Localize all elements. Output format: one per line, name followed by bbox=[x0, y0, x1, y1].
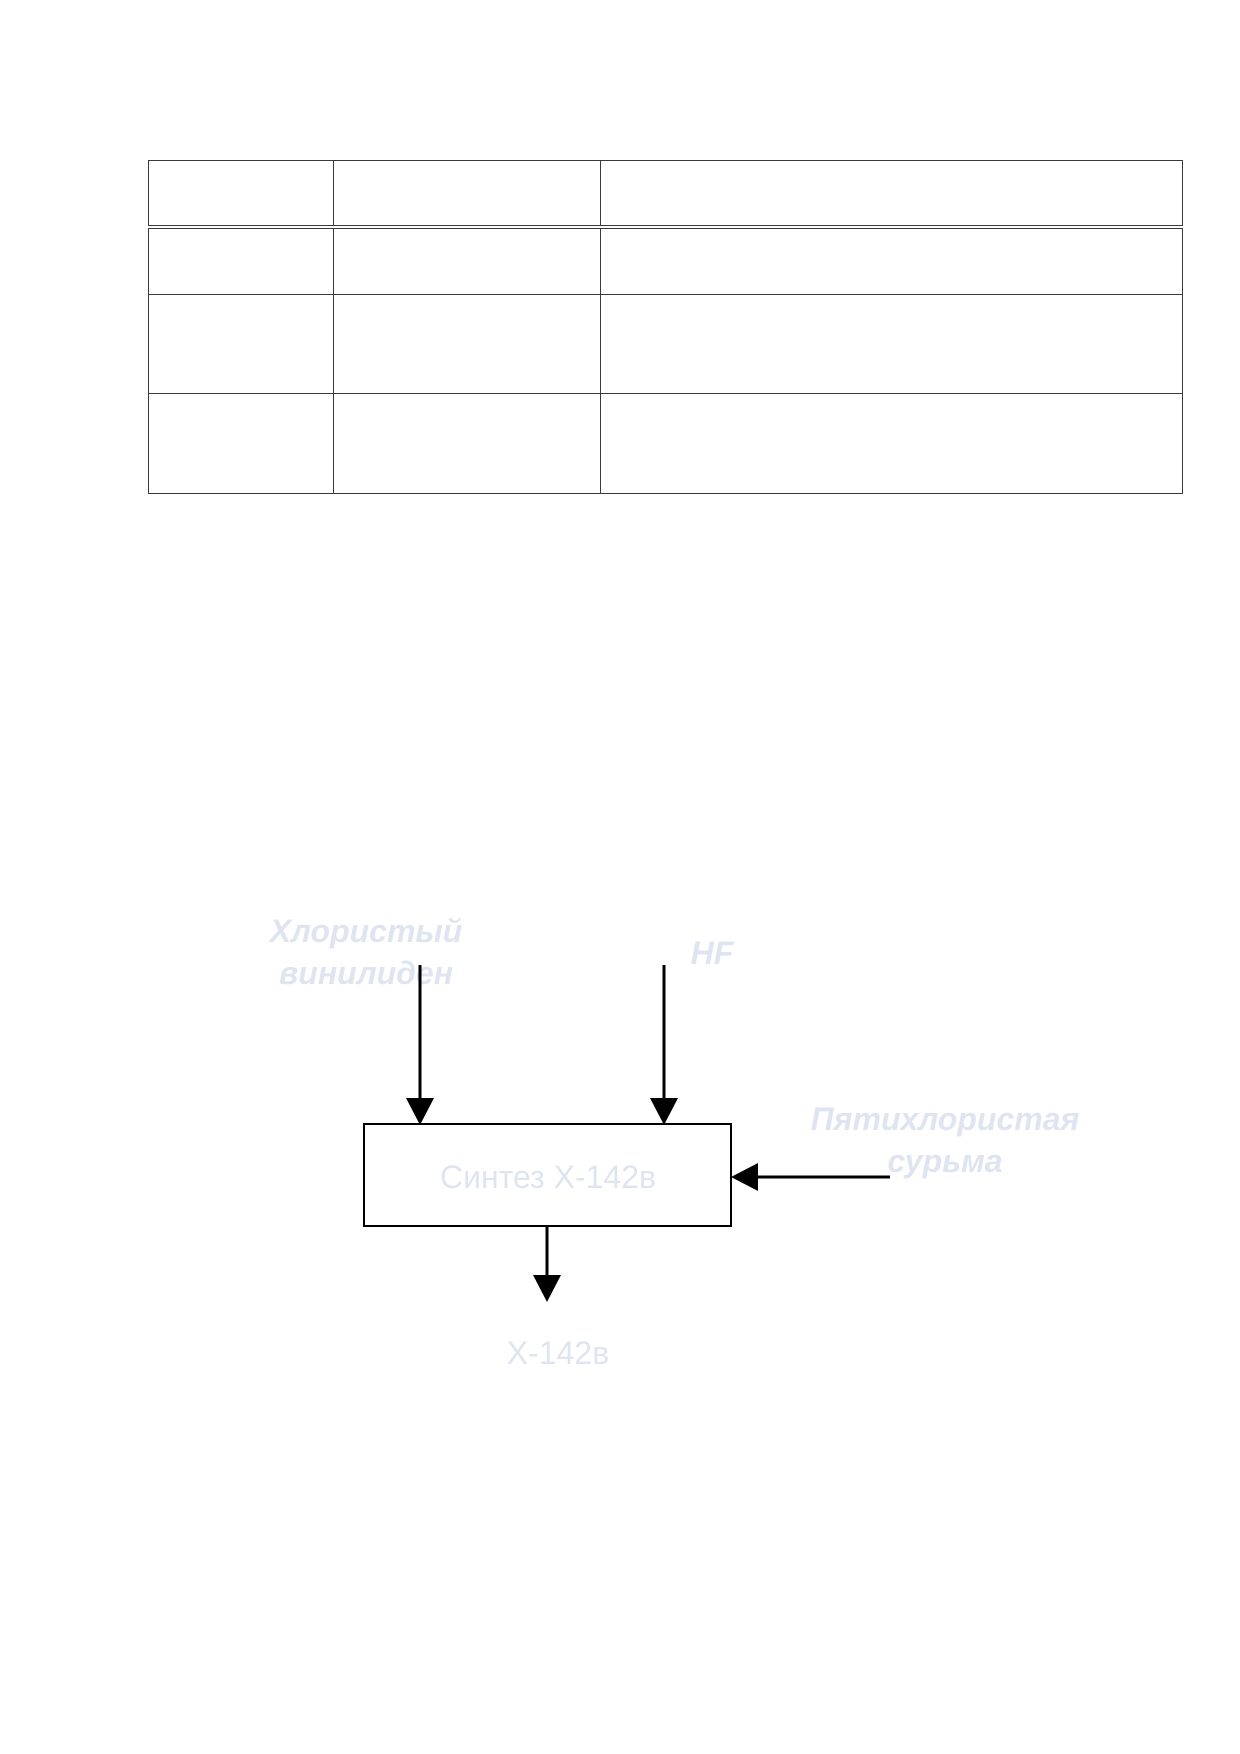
table-cell bbox=[600, 160, 1183, 229]
table-cell bbox=[333, 160, 601, 229]
table-header-row bbox=[148, 160, 1183, 229]
arrow-hf bbox=[650, 965, 678, 1125]
table-cell bbox=[148, 160, 334, 229]
table-cell bbox=[600, 393, 1183, 494]
output-label: Х-142в bbox=[507, 1335, 609, 1371]
table-cell bbox=[333, 393, 601, 494]
table-cell bbox=[148, 393, 334, 494]
arrow-antimony-pentachloride bbox=[731, 1163, 890, 1191]
input-label-antimony-pentachloride-line2: сурьма bbox=[887, 1143, 1002, 1179]
input-label-vinylidene-chloride-line2: винилиден bbox=[279, 955, 453, 991]
table-cell bbox=[600, 226, 1183, 295]
blank-table bbox=[148, 160, 1183, 494]
table-cell bbox=[600, 294, 1183, 394]
table-row bbox=[148, 226, 1183, 295]
table-row bbox=[148, 393, 1183, 494]
input-label-vinylidene-chloride-line1: Хлористый bbox=[268, 913, 463, 949]
table-cell bbox=[148, 294, 334, 394]
process-label: Синтез Х-142в bbox=[440, 1159, 656, 1195]
input-label-antimony-pentachloride-line1: Пятихлористая bbox=[811, 1101, 1080, 1137]
input-label-hf: HF bbox=[691, 935, 735, 971]
process-box bbox=[363, 1123, 732, 1227]
arrow-vinylidene-chloride bbox=[406, 965, 434, 1125]
arrow-output bbox=[533, 1226, 561, 1302]
table-row bbox=[148, 294, 1183, 394]
table-cell bbox=[333, 294, 601, 394]
